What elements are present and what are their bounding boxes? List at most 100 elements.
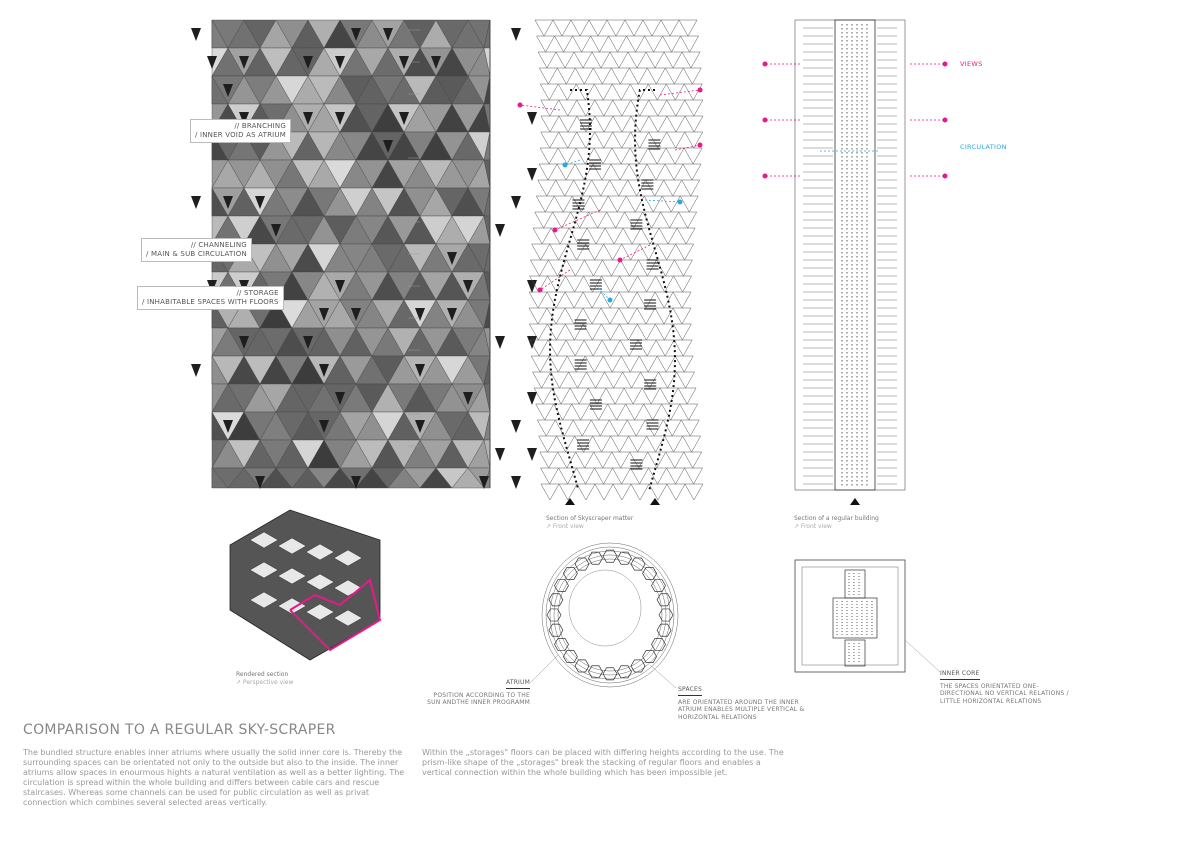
tower-opening [511, 28, 521, 41]
mesh-cell [575, 83, 595, 101]
tower-opening [463, 392, 473, 405]
hex-cell [642, 567, 658, 580]
mesh-cell [629, 147, 649, 165]
mesh-cell [681, 51, 701, 69]
mesh-cell [661, 403, 681, 421]
view-arrow [619, 244, 651, 261]
caption-title: Section of Skyscraper matter [546, 515, 634, 522]
plan-ring [549, 550, 671, 680]
arrow-head [617, 257, 623, 263]
mesh-cell [638, 259, 657, 277]
mesh-cell [585, 243, 605, 261]
hex-cell [554, 637, 569, 651]
mesh-cell [674, 259, 693, 277]
hex-cell [617, 665, 632, 679]
arrow-head [942, 173, 948, 179]
mesh-cell [594, 99, 614, 117]
mesh-cell [586, 371, 605, 389]
mesh-cell [558, 467, 577, 485]
mesh-cell [648, 483, 668, 501]
mesh-cell [681, 179, 701, 197]
mesh-cell [594, 483, 614, 501]
label-text: POSITION ACCORDING TO THE SUN ANDTHE INN… [427, 691, 530, 707]
mesh-cell [612, 483, 632, 501]
label-head: ATRIUM [505, 679, 530, 689]
mesh-cell [646, 67, 666, 85]
mesh-cell [588, 211, 608, 229]
mesh-cell [556, 67, 576, 85]
tower-opening [511, 420, 521, 433]
mesh-cell [656, 355, 676, 373]
mesh-cell [582, 291, 602, 309]
mesh-cell [567, 243, 587, 261]
hex-cell [651, 579, 666, 593]
mesh-cell [664, 435, 684, 453]
mesh-cell [630, 99, 650, 117]
mesh-cell [576, 131, 596, 149]
mesh-cell [589, 195, 609, 213]
mesh-cell [619, 339, 639, 357]
mesh-cell [601, 275, 621, 293]
mesh-cell [573, 51, 593, 69]
mesh-cell [534, 19, 554, 37]
mesh-cell [593, 147, 613, 165]
mesh-cell [586, 227, 606, 245]
tower-opening [511, 196, 521, 209]
mesh-cell [643, 403, 663, 421]
mesh-cell [532, 371, 551, 389]
cube-cell [333, 609, 363, 627]
mesh-cell [583, 339, 603, 357]
mesh-cell [540, 131, 560, 149]
mesh-cell [611, 147, 631, 165]
mesh-cell [554, 35, 574, 53]
tower-opening [463, 280, 473, 293]
mesh-cell [529, 339, 549, 357]
mesh-cell [611, 451, 631, 469]
mesh-cell [684, 115, 704, 133]
cube-cell [249, 531, 279, 549]
cube-cell [277, 567, 307, 585]
mesh-cell [612, 115, 632, 133]
tower-opening [527, 112, 537, 125]
caption-sub: ↗ Perspective view [236, 679, 294, 686]
mesh-cell [528, 307, 548, 325]
mesh-cell [605, 387, 625, 405]
view-arrow [539, 269, 571, 291]
mesh-cell [627, 51, 647, 69]
mesh-cell [558, 115, 578, 133]
mesh-cell [648, 99, 668, 117]
mesh-cell [624, 19, 644, 37]
mesh-cell [683, 451, 703, 469]
cube-cell [249, 561, 279, 579]
mesh-cell [548, 259, 567, 277]
arrow-head [537, 287, 543, 293]
mesh-cell [546, 323, 566, 341]
mesh-cell [537, 51, 557, 69]
view-arrow [659, 89, 701, 96]
mesh-cell [558, 131, 578, 149]
mesh-cell [565, 339, 585, 357]
arrow-head [552, 227, 558, 233]
mesh-cell [571, 403, 591, 421]
mesh-cell [628, 163, 648, 181]
mesh-cell [571, 195, 591, 213]
mesh-cell [625, 195, 645, 213]
mesh-cell [660, 211, 680, 229]
mesh-cell [684, 483, 704, 501]
mesh-cell [538, 67, 558, 85]
mesh-cell [568, 227, 588, 245]
mesh-cell [620, 355, 640, 373]
mesh-cell [606, 19, 626, 37]
mesh-cell [664, 163, 684, 181]
cube-cell [305, 543, 335, 561]
hex-cell [548, 623, 564, 637]
mesh-cell [666, 99, 686, 117]
tower-opening [319, 364, 329, 377]
mesh-cell [661, 195, 681, 213]
mesh-cell [576, 483, 596, 501]
mesh-cell [682, 163, 702, 181]
mesh-cell [550, 227, 570, 245]
tower-opening [479, 476, 489, 489]
tower-opening [191, 364, 201, 377]
